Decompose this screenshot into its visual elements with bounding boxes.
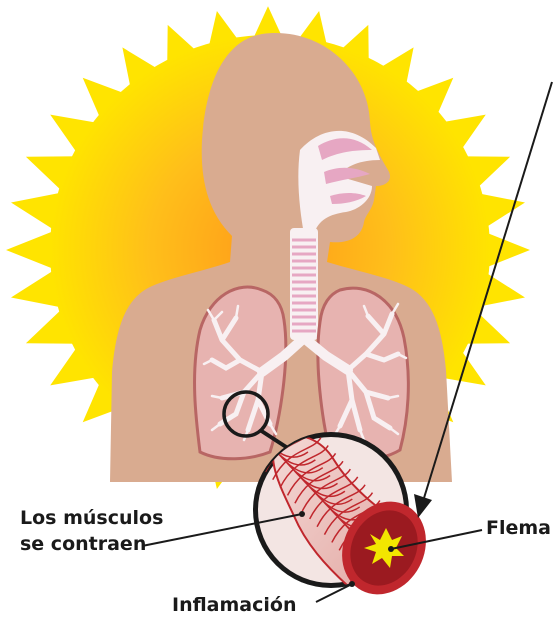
label-muscles-line1: Los músculos <box>20 505 163 531</box>
label-inflammation: Inflamación <box>172 592 296 618</box>
label-muscles-line2: se contraen <box>20 531 163 557</box>
label-muscles-contract: Los músculos se contraen <box>20 505 163 557</box>
label-phlegm: Flema <box>486 515 551 541</box>
trachea-icon <box>290 228 318 340</box>
